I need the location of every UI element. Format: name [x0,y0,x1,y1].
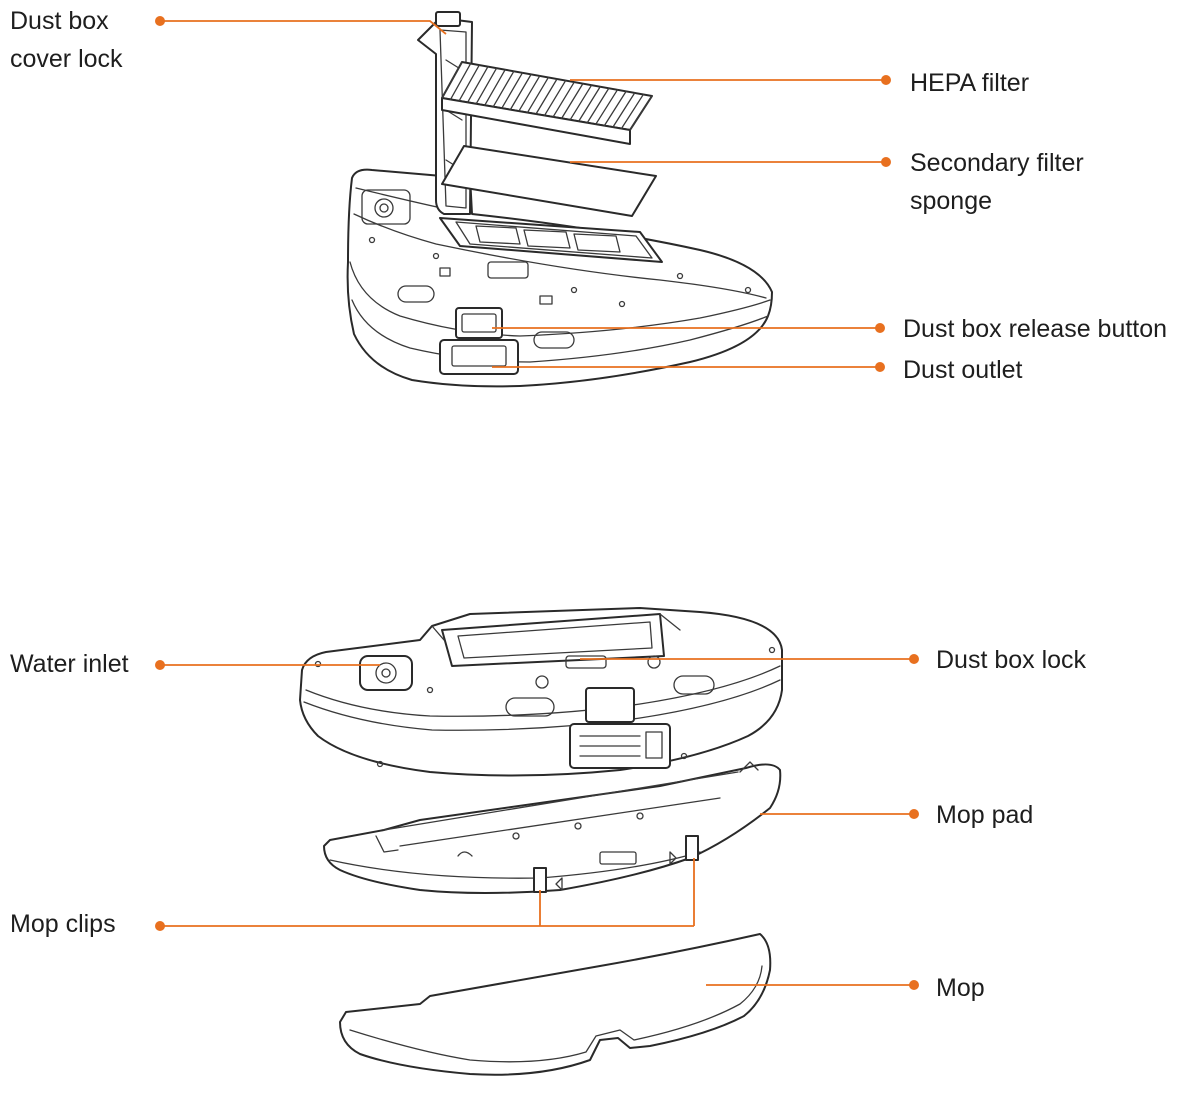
leader-mop-clips-dot [155,921,165,931]
label-water-inlet-text: Water inlet [10,650,129,678]
mop-illustration [339,933,772,1076]
leader-dust-box-cover-lock-dot [155,16,165,26]
leader-lines [155,16,919,990]
label-secondary-filter-line1: Secondary filter [910,149,1084,177]
label-hepa-filter-text: HEPA filter [910,69,1030,97]
hepa-pleat [612,92,636,128]
label-dust-box-lock-text: Dust box lock [936,646,1087,674]
hepa-pleat [501,72,524,109]
hepa-pleat [449,62,472,101]
label-mop-text: Mop [936,974,985,1002]
hepa-pleat [552,81,575,118]
mop-pad-illustration [323,761,782,894]
hepa-pleat [526,76,550,114]
hepa-pleat [535,78,558,115]
label-mop-pad: Mop pad [936,796,1033,834]
leader-dust-box-lock-dot [909,654,919,664]
label-dust-box-release-button: Dust box release button [903,310,1167,348]
hepa-pleat [466,65,489,104]
label-dust-outlet-text: Dust outlet [903,356,1023,384]
label-mop: Mop [936,969,985,1007]
leader-water-inlet-dot [155,660,165,670]
label-secondary-filter-line2: sponge [910,187,993,215]
label-dust-box-cover-lock: Dust box cover lock [10,2,123,78]
label-mop-clips: Mop clips [10,905,116,943]
hepa-pleat [586,87,610,124]
label-dust-box-release-button-text: Dust box release button [903,315,1168,343]
hepa-pleat [603,90,627,127]
hepa-pleat [441,61,463,99]
hepa-pleat [629,95,653,131]
hepa-pleat [578,86,601,122]
leader-dust-box-cover-lock [160,20,447,35]
leader-dust-box-release-button-dot [875,323,885,333]
hepa-pleat [560,82,584,120]
label-water-inlet: Water inlet [10,645,129,683]
hepa-pleat [484,69,506,106]
label-dust-box-cover-lock-line1: Dust box [10,7,109,35]
hepa-pleat [569,84,593,121]
water-tank-illustration [299,607,783,777]
dust-box-illustration [346,11,773,388]
leader-dust-outlet-dot [875,362,885,372]
hepa-pleat [458,64,480,102]
leader-secondary-filter-dot [881,157,891,167]
leader-mop-pad-dot [909,809,919,819]
label-mop-clips-text: Mop clips [10,910,116,938]
leader-mop-dot [909,980,919,990]
label-dust-box-cover-lock-line2: cover lock [10,45,123,73]
hepa-pleat [620,93,645,130]
label-dust-outlet: Dust outlet [903,351,1023,389]
label-dust-box-lock: Dust box lock [936,641,1086,679]
hepa-pleat [595,89,619,125]
hepa-pleat [475,67,498,105]
label-secondary-filter-sponge: Secondary filter sponge [910,144,1084,220]
hepa-pleat [492,70,515,108]
leader-hepa-filter-dot [881,75,891,85]
mop-cloth [339,933,772,1076]
label-hepa-filter: HEPA filter [910,64,1029,102]
hepa-pleat [518,75,541,112]
hepa-pleat [543,79,567,117]
label-mop-pad-text: Mop pad [936,801,1034,829]
hepa-pleat [509,73,532,111]
